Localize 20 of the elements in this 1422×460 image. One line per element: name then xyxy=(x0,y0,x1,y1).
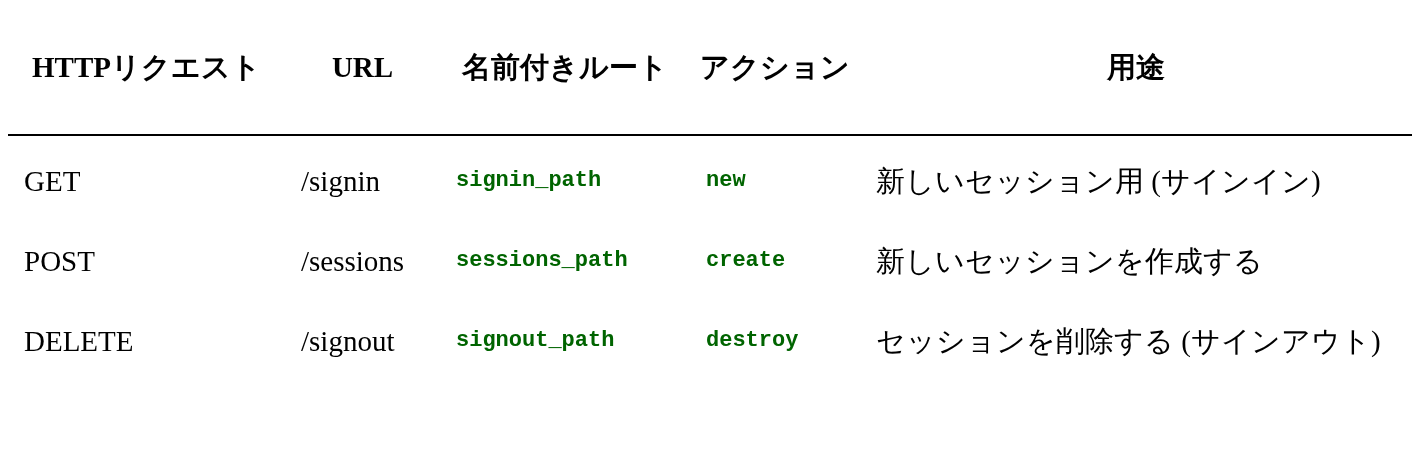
route-name: signout_path xyxy=(456,328,615,353)
column-header: URL xyxy=(331,51,394,83)
action-name: new xyxy=(706,168,746,193)
description-text: 新しいセッションを作成する xyxy=(876,245,1263,277)
url-path: /signout xyxy=(301,325,395,357)
description-text: セッションを削除する (サインアウト) xyxy=(876,325,1381,357)
action-name: destroy xyxy=(706,328,799,353)
http-method: GET xyxy=(24,165,81,197)
column-header: HTTPリクエスト xyxy=(32,51,261,83)
column-header: アクション xyxy=(700,51,850,83)
url-path: /sessions xyxy=(301,245,405,277)
action-name: create xyxy=(706,248,786,273)
column-header: 名前付きルート xyxy=(462,51,668,83)
route-name: signin_path xyxy=(456,168,602,193)
http-method: DELETE xyxy=(24,325,134,357)
route-name: sessions_path xyxy=(456,248,628,273)
column-header: 用途 xyxy=(1107,51,1165,83)
url-path: /signin xyxy=(301,165,380,197)
http-method: POST xyxy=(24,245,95,277)
description-text: 新しいセッション用 (サインイン) xyxy=(876,165,1321,197)
